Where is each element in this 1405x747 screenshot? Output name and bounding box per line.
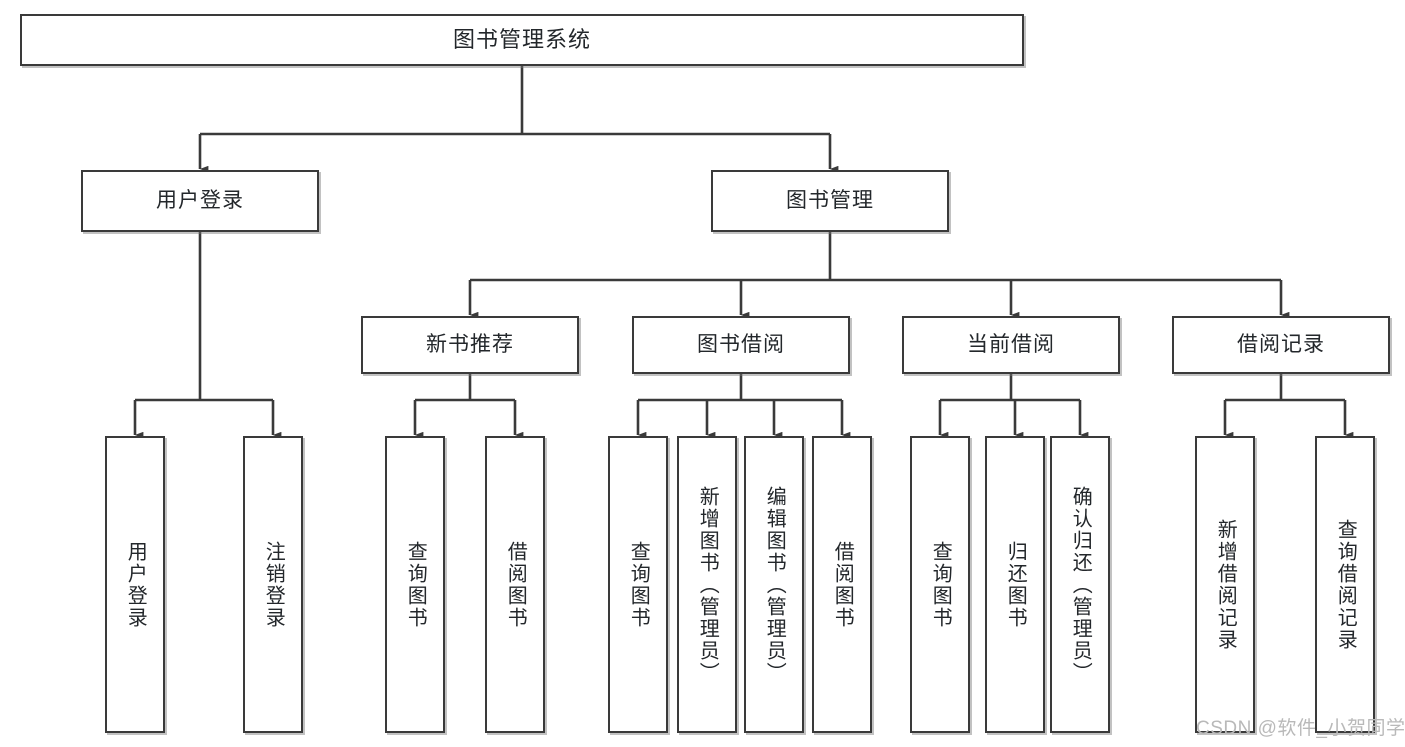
node-current-2[interactable]: 归还图书 bbox=[985, 436, 1045, 733]
node-label: 当前借阅 bbox=[967, 332, 1055, 356]
node-current-3[interactable]: 确认归还（管理员） bbox=[1050, 436, 1110, 733]
node-borrow-3[interactable]: 编辑图书（管理员） bbox=[744, 436, 804, 733]
watermark-text: CSDN @软件_小贺同学 bbox=[1196, 718, 1405, 739]
node-current[interactable]: 当前借阅 bbox=[902, 316, 1120, 374]
node-label: 借阅记录 bbox=[1237, 332, 1325, 356]
node-records[interactable]: 借阅记录 bbox=[1172, 316, 1390, 374]
node-label: 归还图书 bbox=[1004, 540, 1027, 629]
node-newbook-2[interactable]: 借阅图书 bbox=[485, 436, 545, 733]
node-borrow-2[interactable]: 新增图书（管理员） bbox=[677, 436, 737, 733]
node-newbook-1[interactable]: 查询图书 bbox=[385, 436, 445, 733]
node-borrow[interactable]: 图书借阅 bbox=[632, 316, 850, 374]
node-borrow-4[interactable]: 借阅图书 bbox=[812, 436, 872, 733]
node-label: 图书管理 bbox=[786, 188, 874, 212]
node-label: 图书管理系统 bbox=[452, 27, 591, 53]
node-label: 用户登录 bbox=[156, 188, 244, 212]
node-label: 编辑图书（管理员） bbox=[763, 485, 786, 684]
node-records-1[interactable]: 新增借阅记录 bbox=[1195, 436, 1255, 733]
node-label: 借阅图书 bbox=[504, 540, 527, 629]
node-label: 查询图书 bbox=[404, 540, 427, 629]
node-label: 新增借阅记录 bbox=[1214, 518, 1237, 651]
node-label: 图书借阅 bbox=[697, 332, 785, 356]
node-label: 新增图书（管理员） bbox=[696, 485, 719, 684]
node-label: 查询借阅记录 bbox=[1334, 518, 1357, 651]
node-label: 新书推荐 bbox=[426, 332, 514, 356]
node-records-2[interactable]: 查询借阅记录 bbox=[1315, 436, 1375, 733]
node-login[interactable]: 用户登录 bbox=[81, 170, 319, 232]
node-bookmgmt[interactable]: 图书管理 bbox=[711, 170, 949, 232]
node-borrow-1[interactable]: 查询图书 bbox=[608, 436, 668, 733]
node-root[interactable]: 图书管理系统 bbox=[20, 14, 1024, 66]
node-newbook[interactable]: 新书推荐 bbox=[361, 316, 579, 374]
node-login-1[interactable]: 用户登录 bbox=[105, 436, 165, 733]
node-label: 查询图书 bbox=[627, 540, 650, 629]
node-label: 确认归还（管理员） bbox=[1069, 485, 1092, 684]
node-label: 借阅图书 bbox=[831, 540, 854, 629]
node-login-2[interactable]: 注销登录 bbox=[243, 436, 303, 733]
node-label: 注销登录 bbox=[262, 540, 285, 629]
node-label: 用户登录 bbox=[124, 540, 147, 629]
node-label: 查询图书 bbox=[929, 540, 952, 629]
node-current-1[interactable]: 查询图书 bbox=[910, 436, 970, 733]
